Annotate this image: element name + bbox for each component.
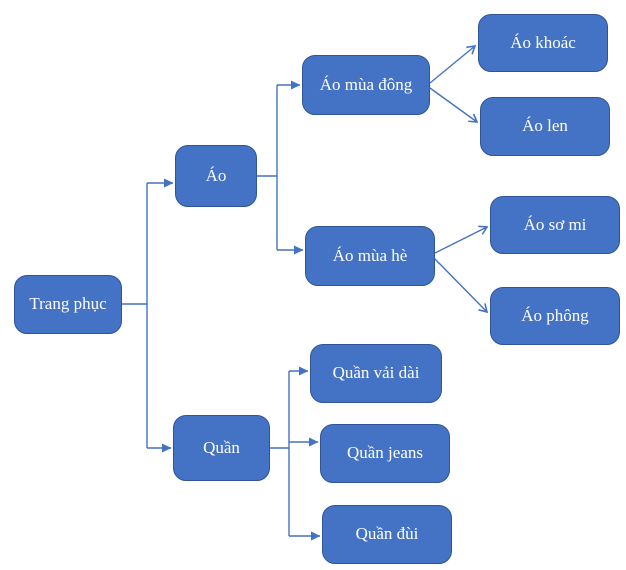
edge-mua-he-to-phong <box>434 258 489 314</box>
node-ao-so-mi[interactable]: Áo sơ mi <box>490 196 620 254</box>
node-quan[interactable]: Quần <box>173 415 270 481</box>
node-quan-vai-dai[interactable]: Quần vải dài <box>310 344 442 403</box>
node-ao-mua-he[interactable]: Áo mùa hè <box>305 226 435 286</box>
edge-mua-he-to-so-mi <box>434 225 489 254</box>
node-ao-khoac[interactable]: Áo khoác <box>478 14 608 72</box>
edge-mua-dong-to-len <box>429 87 479 123</box>
node-quan-dui[interactable]: Quần đùi <box>322 505 452 564</box>
node-ao[interactable]: Áo <box>175 145 257 207</box>
node-ao-phong[interactable]: Áo phông <box>490 287 620 345</box>
node-ao-mua-dong[interactable]: Áo mùa đông <box>302 55 430 115</box>
node-ao-len[interactable]: Áo len <box>480 97 610 156</box>
node-quan-jeans[interactable]: Quần jeans <box>320 424 450 483</box>
edge-mua-dong-to-khoac <box>429 45 477 84</box>
node-trang-phuc[interactable]: Trang phục <box>14 275 122 334</box>
